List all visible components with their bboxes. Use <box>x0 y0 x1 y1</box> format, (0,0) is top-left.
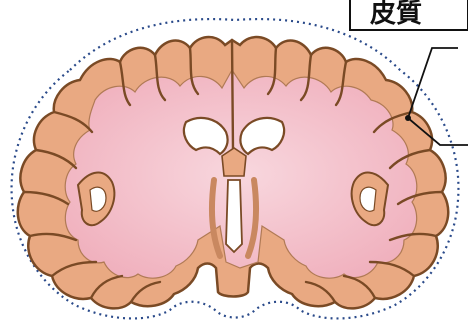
callout-label: 皮質 <box>370 0 422 29</box>
